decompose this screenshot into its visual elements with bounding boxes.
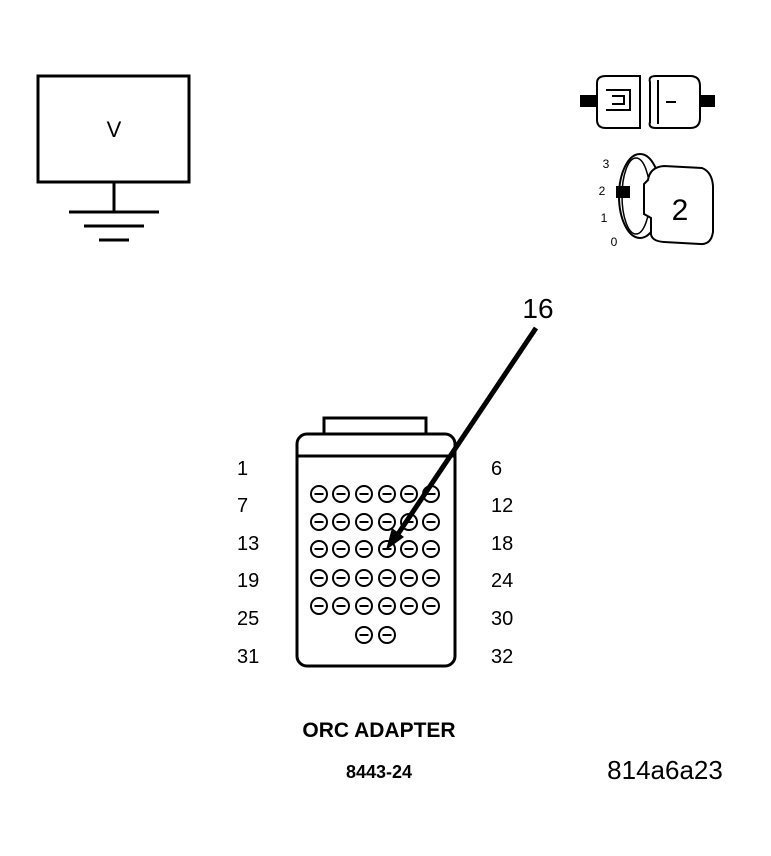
voltmeter-box xyxy=(36,74,191,184)
row-label-left: 1 xyxy=(237,458,248,480)
callout-pin-number: 16 xyxy=(522,293,553,324)
row-label-left: 19 xyxy=(237,570,259,592)
ignition-selected-position: 2 xyxy=(672,194,689,227)
row-label-left: 25 xyxy=(237,608,259,630)
row-label-right: 6 xyxy=(491,458,502,480)
callout-arrowhead xyxy=(386,528,404,550)
connector-pins xyxy=(310,485,440,644)
ignition-position-2: 2 xyxy=(599,184,606,198)
row-labels-right: 6 12 18 24 30 32 xyxy=(491,458,513,668)
ignition-key xyxy=(643,164,714,246)
row-label-right: 30 xyxy=(491,608,513,630)
row-label-left: 13 xyxy=(237,533,259,555)
row-label-right: 32 xyxy=(491,646,513,668)
ignition-position-0: 0 xyxy=(611,235,618,249)
connector-title: ORC ADAPTER xyxy=(302,719,455,742)
disconnected-connector-icon xyxy=(580,75,715,129)
row-label-right: 12 xyxy=(491,495,513,517)
row-label-right: 18 xyxy=(491,533,513,555)
connector-part-number: 8443-24 xyxy=(346,762,412,782)
voltmeter-symbol: V xyxy=(36,74,191,242)
ignition-switch-icon: 2 3 2 1 0 xyxy=(599,153,714,249)
figure-id: 814a6a23 xyxy=(607,755,723,785)
orc-adapter-connector xyxy=(295,416,457,668)
voltmeter-label: V xyxy=(107,117,122,142)
ignition-position-3: 3 xyxy=(603,157,610,171)
ignition-position-1: 1 xyxy=(601,211,608,225)
row-label-left: 31 xyxy=(237,646,259,668)
row-labels-left: 1 7 13 19 25 31 xyxy=(237,458,259,668)
ignition-marker xyxy=(616,186,630,198)
row-label-left: 7 xyxy=(237,495,248,517)
callout-arrow-line xyxy=(395,326,539,536)
pin-callout: 16 xyxy=(386,293,554,550)
row-label-right: 24 xyxy=(491,570,513,592)
